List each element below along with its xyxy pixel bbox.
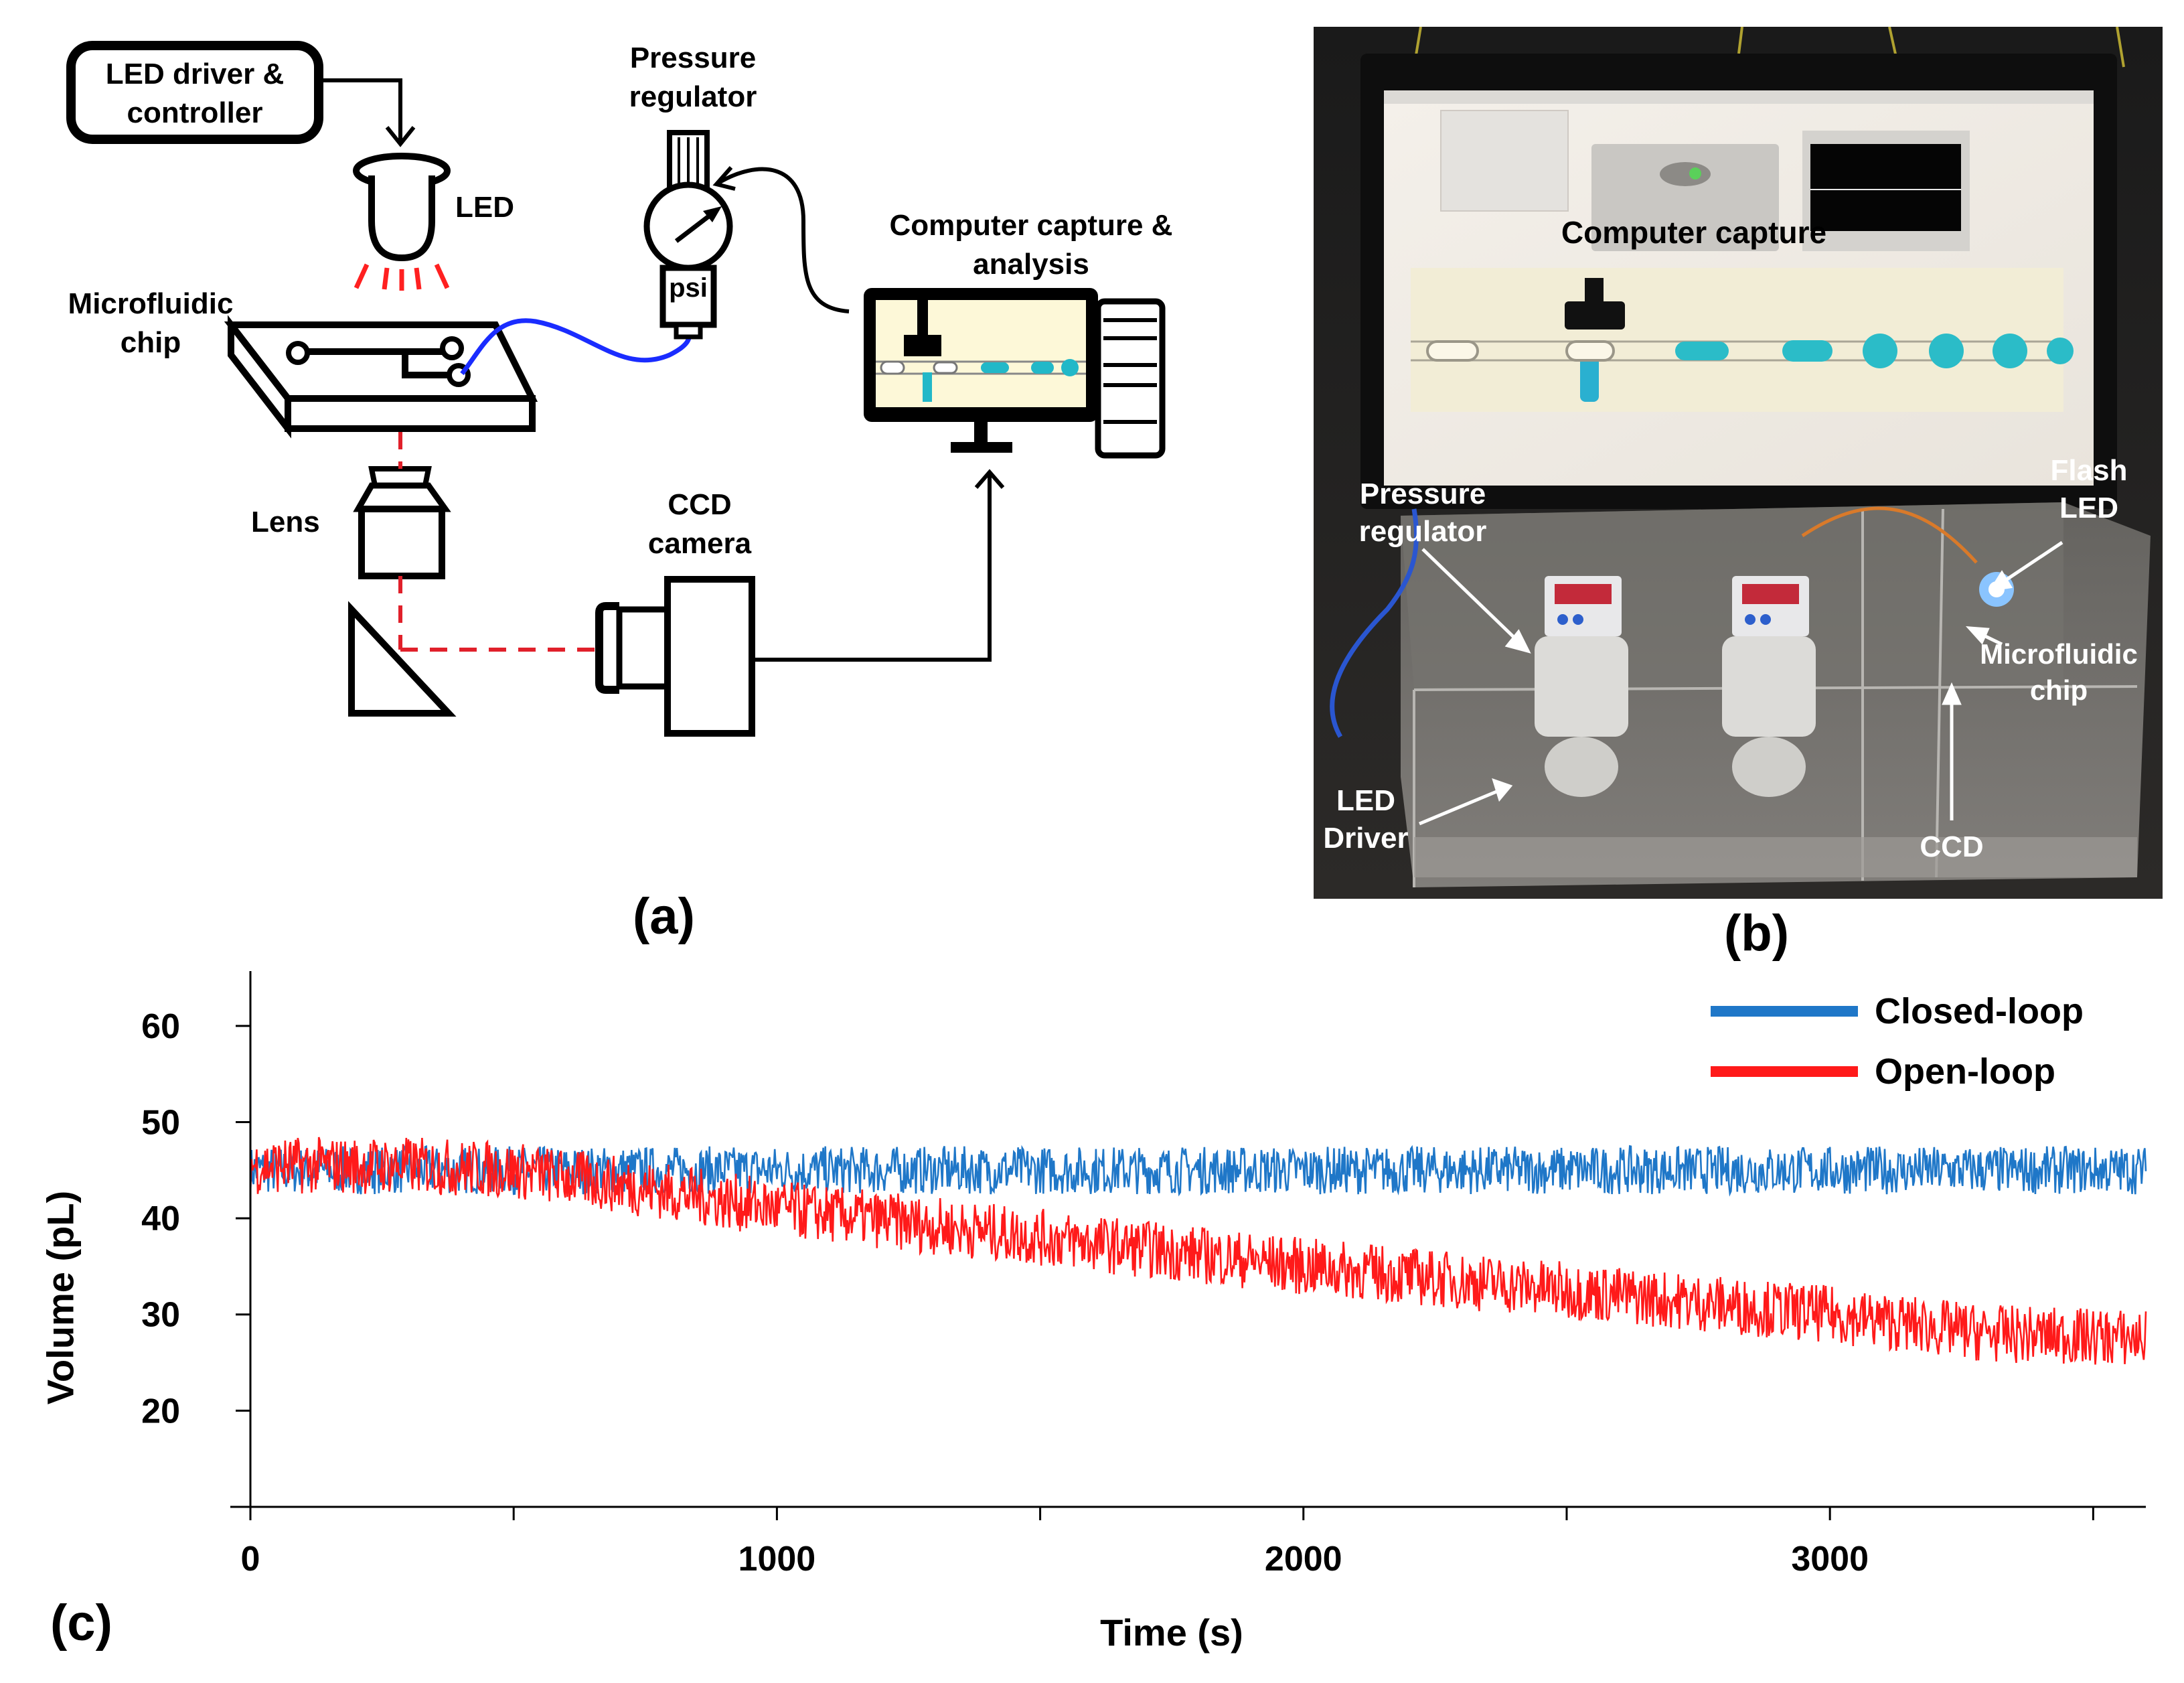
- label-led: LED: [455, 191, 514, 224]
- prism-icon: [348, 601, 457, 717]
- panel-label-b: (b): [1724, 905, 1790, 962]
- y-tick-label: 20: [141, 1392, 180, 1431]
- x-axis-label: Time (s): [1100, 1611, 1243, 1654]
- legend-label: Closed-loop: [1875, 991, 2084, 1031]
- led-driver-box: [66, 41, 323, 144]
- device-photo: [1314, 27, 2163, 899]
- schematic-diagram: [66, 41, 1166, 737]
- panel-label-c: (c): [50, 1595, 112, 1652]
- y-tick-label: 50: [141, 1103, 180, 1142]
- label-ccd: CCD: [1920, 830, 1984, 863]
- chart-axes: 20 30 40 50 60 0 1000 2000 3000: [141, 971, 2146, 1579]
- label-ccd-camera: CCD camera: [647, 488, 752, 560]
- label-psi: psi: [669, 273, 708, 303]
- x-tick-label: 2000: [1265, 1540, 1342, 1579]
- x-tick-label: 3000: [1791, 1540, 1869, 1579]
- label-photo-microfluidic-chip: Microfluidic chip: [1980, 638, 2138, 706]
- volume-chart: 20 30 40 50 60 0 1000 2000 3000 Closed-loopOpen-…: [141, 971, 2147, 1579]
- ccd-camera-icon: [595, 576, 755, 737]
- plot-area: [249, 1137, 2147, 1365]
- label-led-driver-photo: LED Driver: [1323, 784, 1409, 855]
- led-icon: [353, 153, 451, 262]
- label-flash-led: Flash LED: [2050, 454, 2128, 524]
- led-rays: [354, 263, 450, 291]
- series-line-closed-loop: [249, 1144, 2147, 1197]
- label-computer-capture: Computer capture: [1561, 215, 1827, 250]
- y-axis-label: Volume (pL): [39, 1190, 82, 1405]
- label-pressure-regulator: Pressure regulator: [629, 42, 757, 113]
- y-tick-label: 30: [141, 1296, 180, 1335]
- label-led-driver: LED driver & controller: [105, 58, 285, 129]
- series-line-open-loop: [249, 1137, 2147, 1365]
- label-lens: Lens: [251, 506, 320, 538]
- legend-label: Open-loop: [1875, 1051, 2055, 1092]
- lens-icon: [353, 466, 451, 579]
- pressure-regulator-icon: [643, 130, 733, 340]
- computer-tower-icon: [1095, 298, 1166, 459]
- x-tick-label: 0: [241, 1540, 260, 1579]
- y-tick-label: 40: [141, 1199, 180, 1238]
- label-photo-pressure-regulator: Pressure regulator: [1358, 478, 1487, 548]
- x-tick-label: 1000: [738, 1540, 816, 1579]
- computer-monitor-icon: [864, 288, 1098, 453]
- photo-arrows: [0, 0, 2184, 951]
- tubing: [460, 318, 692, 376]
- label-computer: Computer capture & analysis: [889, 209, 1173, 281]
- microfluidic-chip-icon: [224, 315, 538, 439]
- y-tick-label: 60: [141, 1007, 180, 1046]
- panel-label-a: (a): [633, 888, 695, 945]
- led-driver-arrow: [319, 78, 402, 141]
- label-microfluidic-chip: Microfluidic chip: [68, 287, 234, 359]
